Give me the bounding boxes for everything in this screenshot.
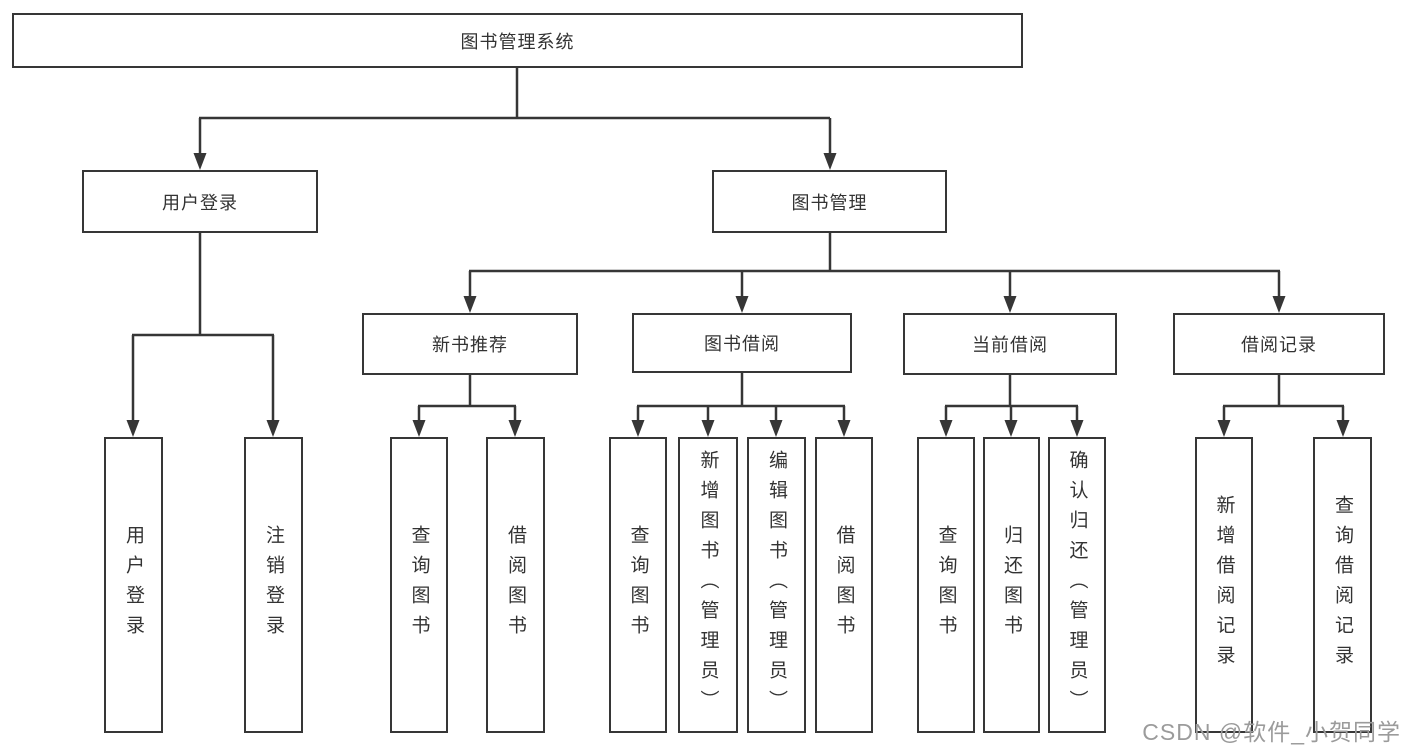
tree-leaf: 注销登录 bbox=[244, 437, 303, 733]
tree-leaf: 新增图书（管理员） bbox=[678, 437, 738, 733]
node-label: 查询借阅记录 bbox=[1332, 495, 1353, 675]
tree-leaf: 借阅图书 bbox=[486, 437, 545, 733]
tree-leaf: 用户登录 bbox=[104, 437, 163, 733]
node-label: 用户登录 bbox=[162, 192, 238, 213]
node-current-borrow: 当前借阅 bbox=[903, 313, 1117, 375]
node-label: 查询图书 bbox=[627, 525, 649, 645]
node-label: 新增借阅记录 bbox=[1213, 495, 1235, 675]
node-book-management: 图书管理 bbox=[712, 170, 947, 233]
node-label: 图书管理 bbox=[791, 192, 868, 213]
node-label: 借阅图书 bbox=[833, 525, 855, 645]
node-label: 图书管理系统 bbox=[460, 31, 575, 52]
tree-leaf: 查询借阅记录 bbox=[1313, 437, 1372, 733]
node-label: 编辑图书（管理员） bbox=[766, 450, 787, 720]
tree-leaf: 编辑图书（管理员） bbox=[747, 437, 806, 733]
node-label: 图书借阅 bbox=[704, 334, 780, 354]
node-label: 归还图书 bbox=[1001, 525, 1022, 645]
node-borrow-records: 借阅记录 bbox=[1173, 313, 1385, 375]
tree-leaf: 确认归还（管理员） bbox=[1048, 437, 1106, 733]
node-root: 图书管理系统 bbox=[12, 13, 1023, 68]
node-user-login: 用户登录 bbox=[82, 170, 318, 233]
tree-leaf: 新增借阅记录 bbox=[1195, 437, 1253, 733]
node-label: 新书推荐 bbox=[432, 335, 508, 355]
node-label: 查询图书 bbox=[935, 525, 957, 645]
node-label: 借阅记录 bbox=[1241, 335, 1317, 355]
node-label: 用户登录 bbox=[123, 525, 144, 645]
node-book-borrow: 图书借阅 bbox=[632, 313, 852, 373]
node-label: 确认归还（管理员） bbox=[1066, 450, 1088, 720]
tree-leaf: 查询图书 bbox=[609, 437, 667, 733]
tree-leaf: 查询图书 bbox=[390, 437, 448, 733]
tree-leaf: 查询图书 bbox=[917, 437, 975, 733]
node-label: 当前借阅 bbox=[972, 335, 1048, 355]
tree-leaf: 借阅图书 bbox=[815, 437, 873, 733]
tree-leaf: 归还图书 bbox=[983, 437, 1040, 733]
node-label: 借阅图书 bbox=[505, 525, 526, 645]
node-label: 新增图书（管理员） bbox=[697, 450, 719, 720]
node-label: 注销登录 bbox=[263, 525, 284, 645]
node-label: 查询图书 bbox=[408, 525, 430, 645]
node-new-book-recommend: 新书推荐 bbox=[362, 313, 578, 375]
